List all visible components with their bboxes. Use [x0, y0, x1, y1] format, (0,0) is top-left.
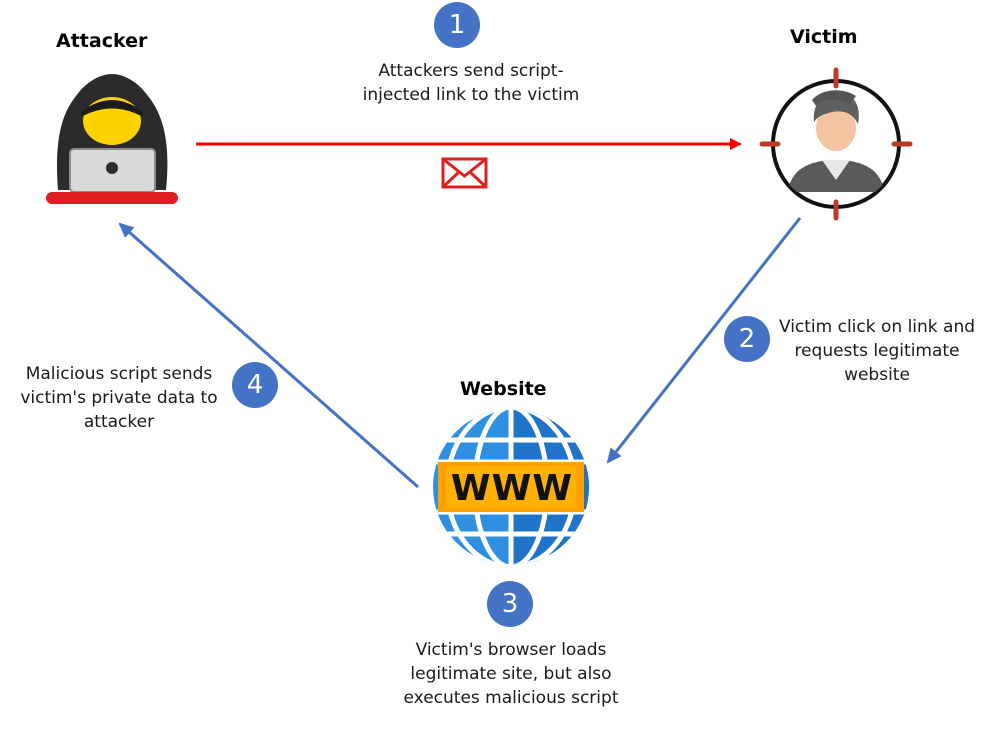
- www-globe-icon: [433, 409, 589, 565]
- step-4-description: Malicious script sends victim's private …: [2, 362, 236, 434]
- step-3-line-3: executes malicious script: [403, 688, 619, 708]
- attacker-title: Attacker: [56, 30, 148, 52]
- step-3-line-2: legitimate site, but also: [410, 664, 612, 684]
- step-4-line-2: victim's private data to: [20, 388, 218, 408]
- website-to-attacker-arrow: [118, 222, 419, 489]
- step-3-line-1: Victim's browser loads: [415, 640, 607, 660]
- step-4-badge: 4: [232, 362, 278, 408]
- step-1-line-1: Attackers send script-: [378, 61, 564, 81]
- website-title: Website: [460, 378, 547, 400]
- envelope-icon: [441, 157, 488, 189]
- step-2-description: Victim click on link and requests legiti…: [766, 315, 988, 387]
- step-2-line-1: Victim click on link and: [778, 317, 976, 337]
- hooded-hacker-icon: [46, 74, 178, 204]
- step-4-line-1: Malicious script sends: [25, 364, 213, 384]
- step-1-description: Attackers send script- injected link to …: [316, 59, 626, 107]
- step-2-line-3: website: [844, 365, 910, 385]
- step-4-line-3: attacker: [83, 412, 155, 432]
- www-label: WWW: [450, 468, 574, 509]
- step-3-badge: 3: [487, 581, 533, 627]
- victim-to-website-arrow: [606, 217, 802, 464]
- victim-title: Victim: [790, 26, 858, 48]
- step-3-description: Victim's browser loads legitimate site, …: [380, 638, 642, 710]
- victim-target-icon: [759, 67, 913, 221]
- step-1-badge: 1: [434, 2, 480, 48]
- step-2-badge: 2: [724, 316, 770, 362]
- step-1-line-2: injected link to the victim: [362, 85, 580, 105]
- step-2-line-2: requests legitimate: [794, 341, 960, 361]
